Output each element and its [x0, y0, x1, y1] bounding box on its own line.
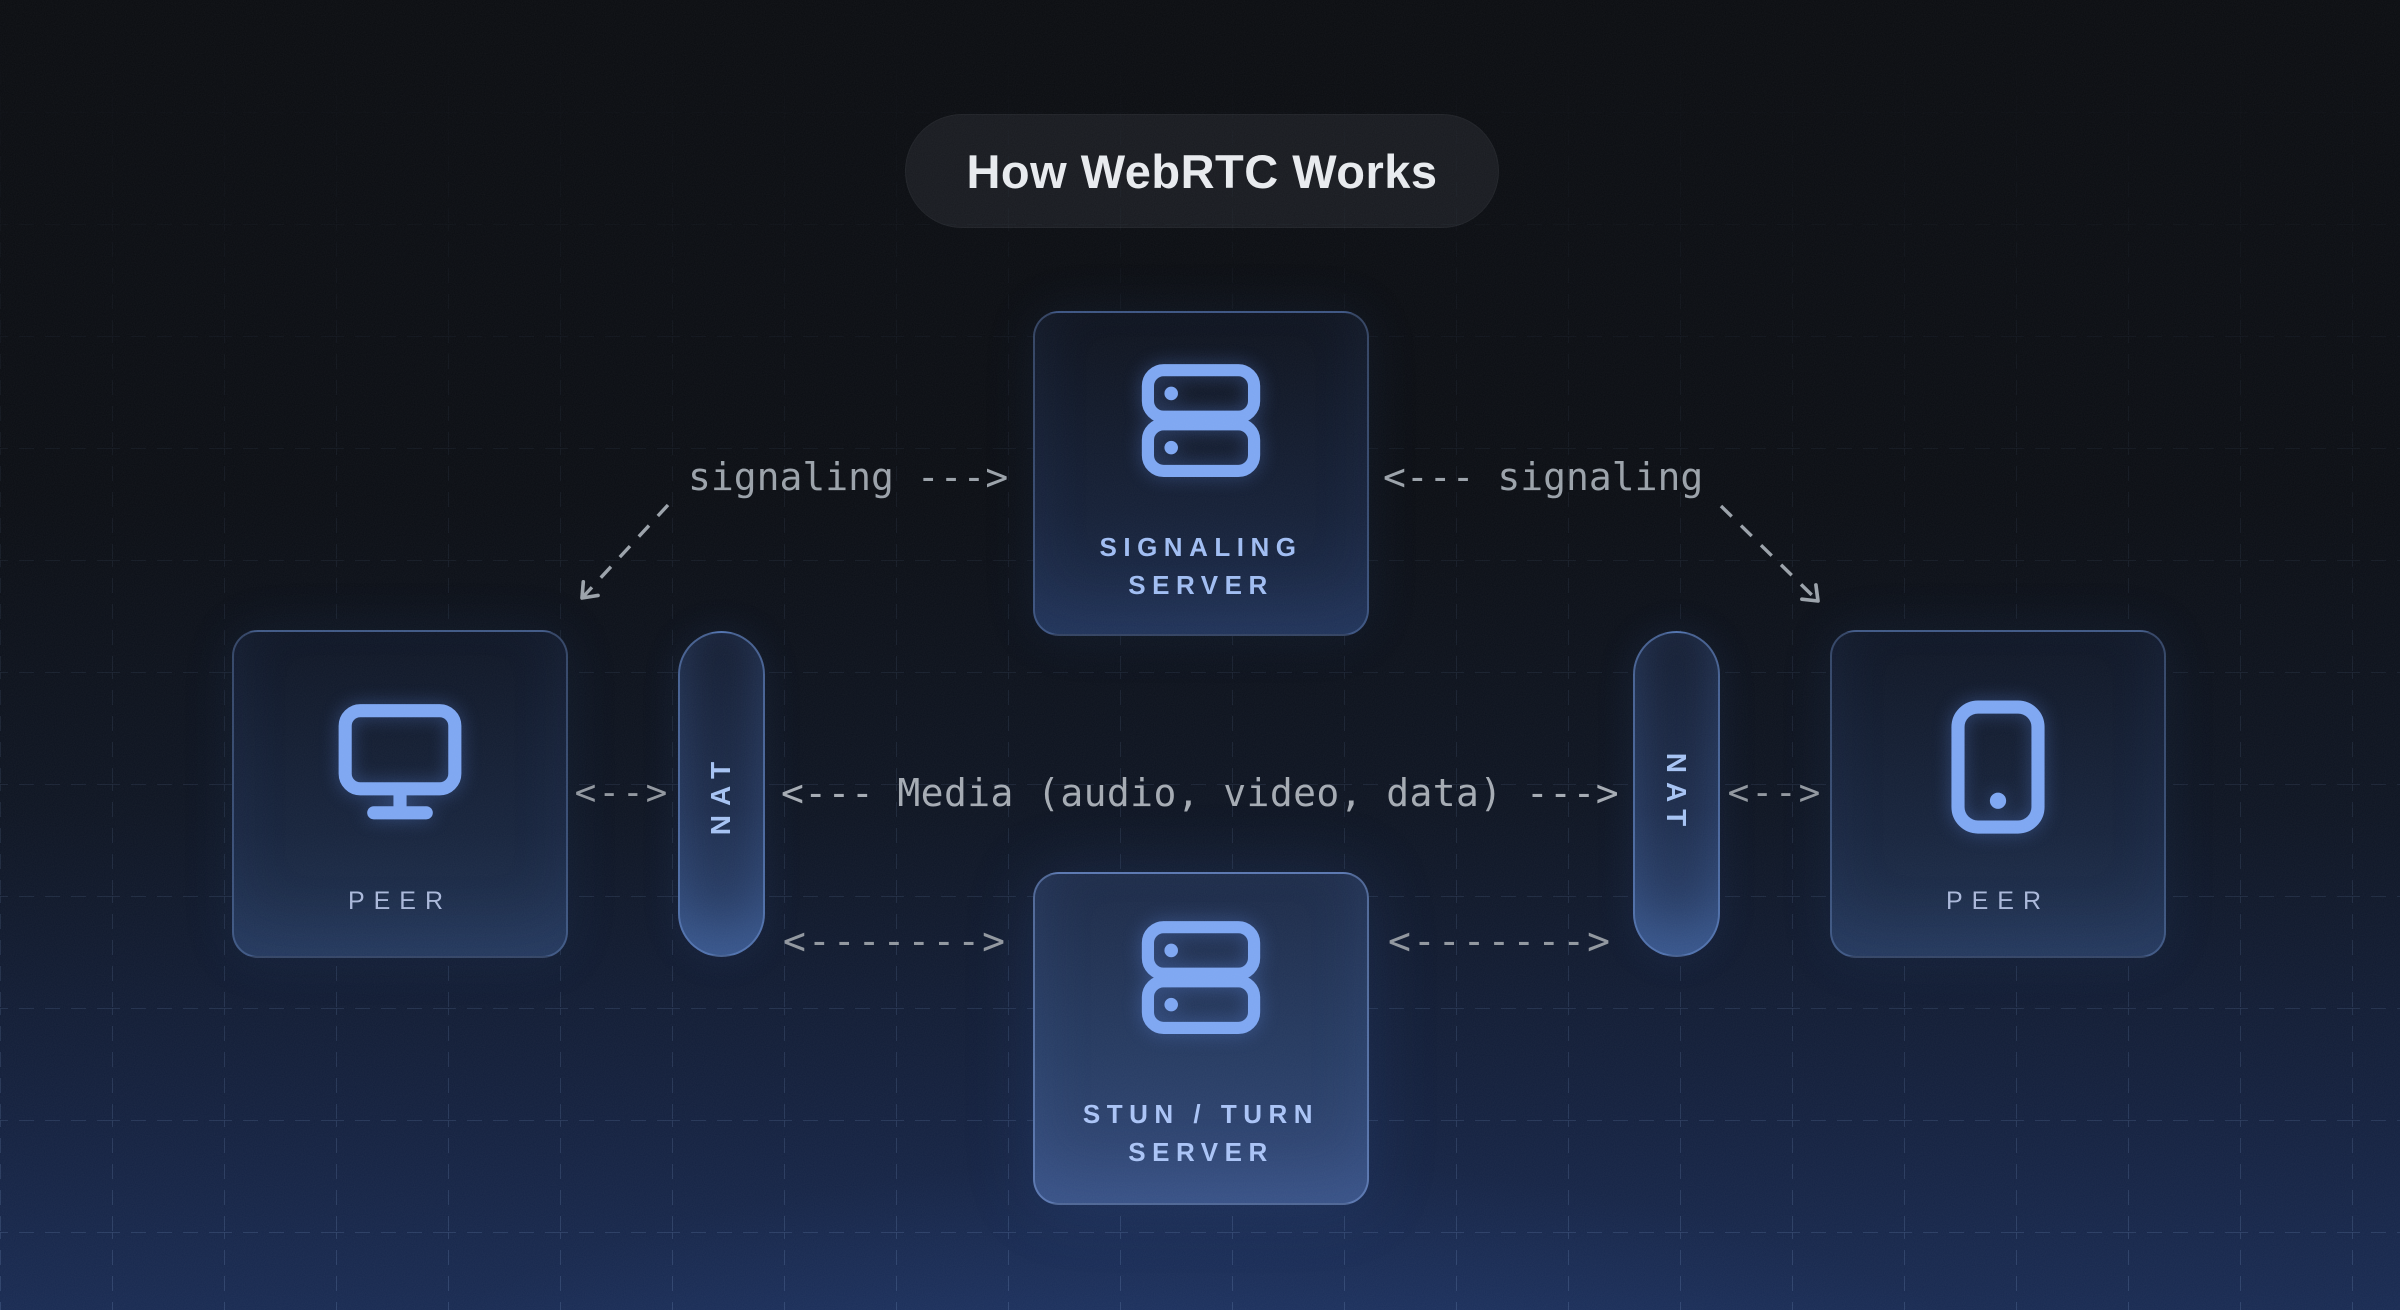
diagonal-arrow-left: [580, 503, 670, 600]
stun-turn-server-label: STUN / TURN SERVER: [1083, 1095, 1319, 1171]
stun-turn-server-card: STUN / TURN SERVER: [1033, 872, 1369, 1205]
peer-right-card: PEER: [1830, 630, 2166, 958]
peer-right-label: PEER: [1945, 887, 2051, 915]
arrow-peer-nat-left: <-->: [574, 772, 670, 814]
peer-left-card: PEER: [232, 630, 568, 958]
server-icon: [1136, 912, 1266, 1042]
signaling-server-label: SIGNALING SERVER: [1100, 528, 1303, 604]
page-title: How WebRTC Works: [966, 144, 1438, 198]
nat-left-pill: NAT: [678, 631, 765, 957]
diagonal-arrow-right: [1719, 504, 1820, 603]
server-icon: [1136, 355, 1266, 485]
signaling-server-label-line1: SIGNALING: [1099, 532, 1303, 562]
stun-turn-label-line2: SERVER: [1128, 1137, 1274, 1167]
title-pill: How WebRTC Works: [905, 114, 1499, 228]
stun-turn-label-line1: STUN / TURN: [1082, 1099, 1320, 1129]
signaling-right-label: <--- signaling: [1383, 455, 1704, 500]
peer-left-label: PEER: [347, 887, 453, 915]
arrow-nat-stun-right: <------->: [1388, 919, 1612, 964]
arrow-peer-nat-right: <-->: [1727, 772, 1823, 814]
signaling-server-card: SIGNALING SERVER: [1033, 311, 1369, 636]
media-label: <--- Media (audio, video, data) --->: [780, 771, 1620, 816]
arrow-nat-stun-left: <------->: [783, 919, 1007, 964]
smartphone-icon: [1923, 692, 2073, 842]
signaling-server-label-line2: SERVER: [1128, 570, 1274, 600]
desktop-monitor-icon: [325, 692, 475, 832]
nat-left-label: NAT: [705, 752, 737, 836]
nat-right-label: NAT: [1661, 752, 1693, 836]
nat-right-pill: NAT: [1633, 631, 1720, 957]
signaling-left-label: signaling --->: [688, 455, 1009, 500]
